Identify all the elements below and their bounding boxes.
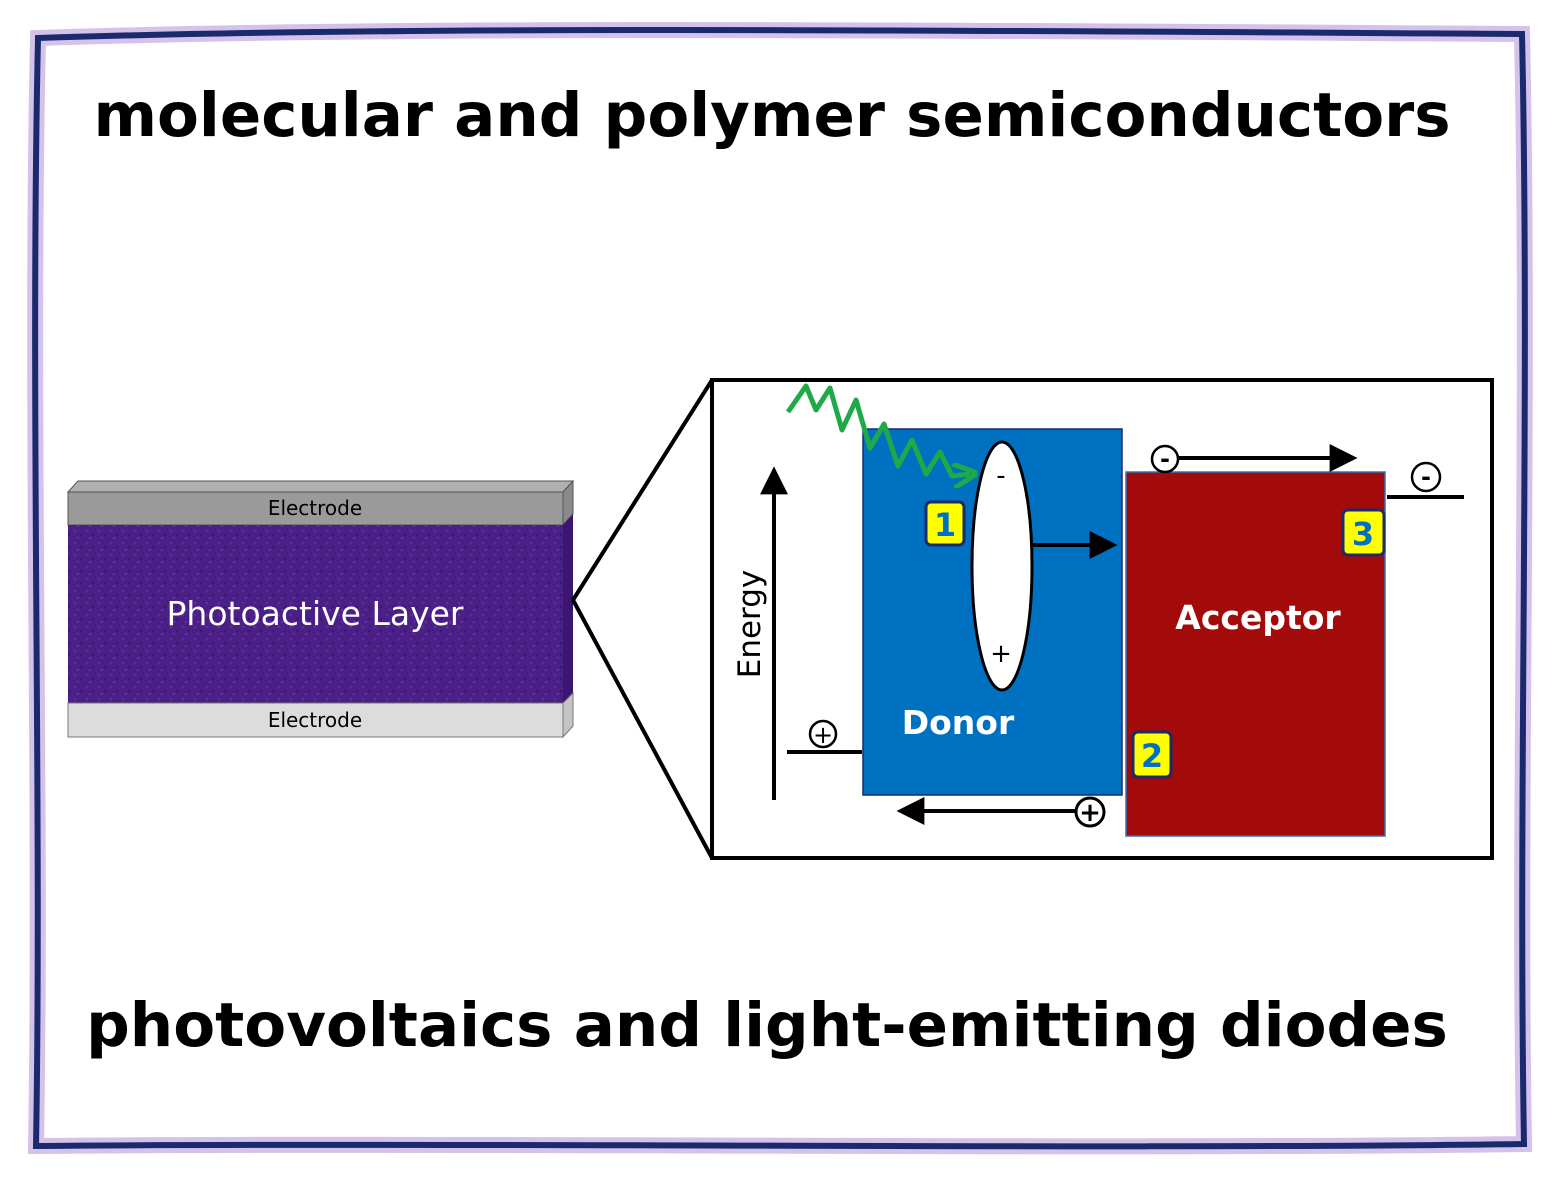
hole-charge-sign-left: +	[813, 721, 833, 749]
step-label-1: 1	[934, 506, 956, 544]
energy-axis-label: Energy	[732, 570, 768, 679]
exciton-minus-sign: -	[996, 461, 1005, 491]
step-badge-2	[1131, 730, 1173, 779]
hole-charge-sign-bottom: +	[1079, 798, 1101, 828]
photoactive-layer	[68, 525, 563, 703]
electron-charge-sign-right: -	[1421, 463, 1431, 491]
zoom-line-bottom	[571, 599, 714, 859]
active-layer-side-face	[563, 514, 573, 703]
exciton-ellipse	[970, 440, 1034, 692]
electron-charge-sign-top: -	[1160, 445, 1170, 473]
acceptor-label: Acceptor	[1175, 598, 1341, 637]
zoom-line-top	[571, 378, 714, 602]
step-badge-3	[1341, 508, 1386, 557]
electron-charge-icon-right	[1410, 461, 1442, 493]
hole-charge-icon-left	[808, 719, 838, 749]
top-electrode	[67, 491, 564, 526]
top-electrode-label: Electrode	[268, 496, 362, 520]
energy-diagram: Energy Donor Acceptor - + 1 2 3 + + - -	[710, 378, 1494, 860]
page-subtitle: photovoltaics and light-emitting diodes	[86, 990, 1448, 1061]
photon-wave-icon	[785, 383, 970, 476]
bottom-electrode	[67, 702, 564, 738]
outer-frame	[27, 22, 1533, 1155]
device-stack: Electrode Photoactive Layer Electrode	[66, 479, 575, 739]
step-label-2: 2	[1141, 737, 1163, 775]
step-badge-1	[924, 500, 966, 547]
exciton-plus-sign: +	[990, 639, 1012, 669]
top-electrode-top-face	[66, 480, 575, 493]
donor-label: Donor	[902, 703, 1015, 742]
hole-charge-icon-bottom	[1074, 796, 1106, 828]
bottom-electrode-label: Electrode	[268, 708, 362, 732]
electron-charge-icon-top	[1150, 444, 1180, 474]
page-title: molecular and polymer semiconductors	[93, 80, 1450, 151]
step-label-3: 3	[1352, 515, 1374, 553]
photoactive-layer-label: Photoactive Layer	[167, 594, 464, 633]
